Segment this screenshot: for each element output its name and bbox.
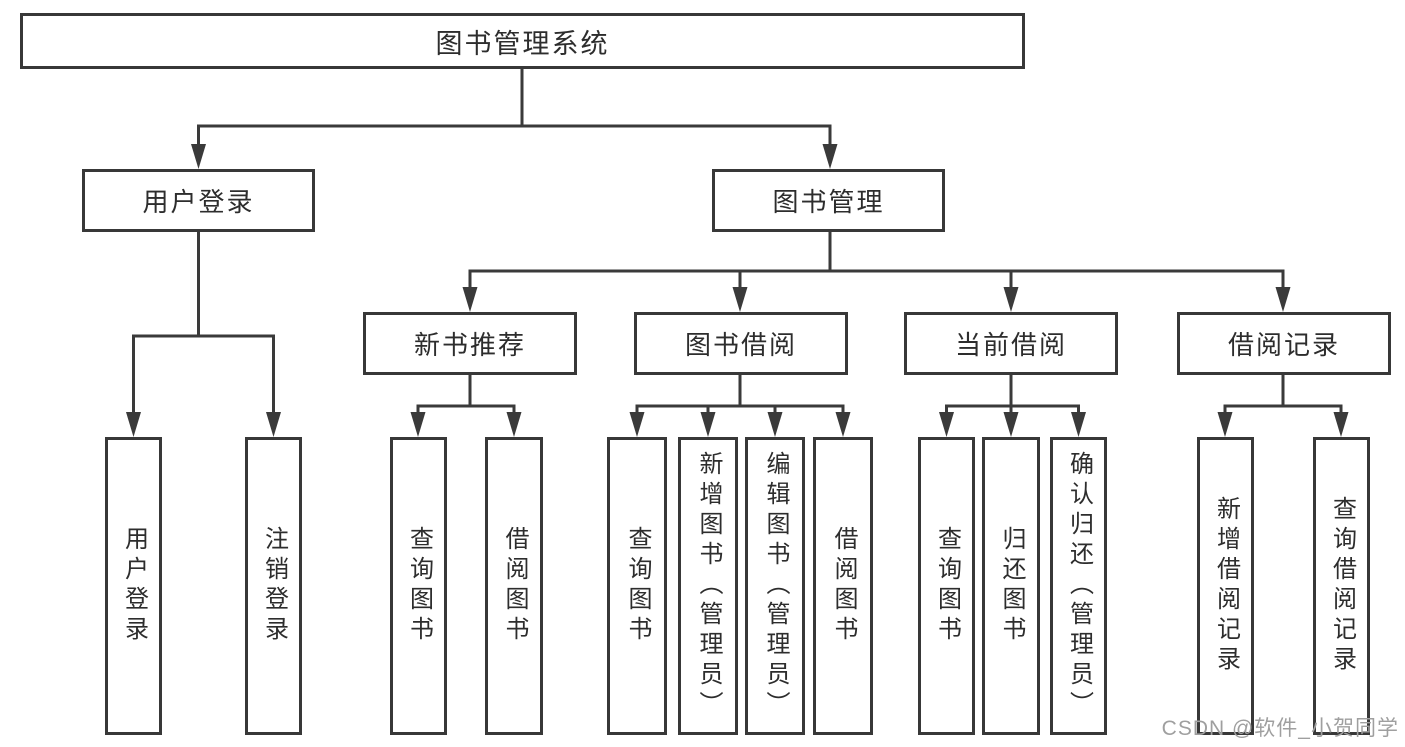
node-current-borrow-label: 当前借阅 — [954, 330, 1067, 360]
leaf-logout: 注销登录 — [245, 437, 302, 735]
leaf-newbook-query-books-label: 查询图书 — [405, 526, 433, 646]
leaf-current-confirm-return-admin-label: 确认归还（管理员） — [1065, 451, 1093, 721]
node-new-book-recommend-label: 新书推荐 — [413, 330, 526, 360]
leaf-user-login: 用户登录 — [105, 437, 162, 735]
leaf-record-add-record-label: 新增借阅记录 — [1212, 496, 1240, 676]
leaf-current-query-books-label: 查询图书 — [933, 526, 961, 646]
leaf-borrow-borrow-books-label: 借阅图书 — [830, 526, 857, 646]
node-borrow-record: 借阅记录 — [1177, 312, 1391, 375]
leaf-newbook-borrow-books-label: 借阅图书 — [501, 526, 528, 646]
leaf-newbook-query-books: 查询图书 — [390, 437, 447, 735]
connector-mgmt-to-level3 — [468, 232, 1285, 287]
leaf-borrow-query-books-label: 查询图书 — [624, 526, 651, 646]
connector-root-to-level2 — [197, 69, 832, 144]
node-book-management-label: 图书管理 — [772, 187, 885, 217]
leaf-borrow-borrow-books: 借阅图书 — [813, 437, 873, 735]
leaf-record-query-record: 查询借阅记录 — [1313, 437, 1370, 735]
leaf-borrow-edit-books-admin-label: 编辑图书（管理员） — [762, 451, 789, 721]
leaf-user-login-label: 用户登录 — [120, 526, 148, 646]
leaf-borrow-query-books: 查询图书 — [607, 437, 667, 735]
leaf-record-add-record: 新增借阅记录 — [1197, 437, 1254, 735]
node-user-login: 用户登录 — [82, 169, 315, 232]
node-user-login-label: 用户登录 — [142, 187, 255, 217]
connector-newbook-to-leaves — [416, 375, 516, 412]
node-book-management: 图书管理 — [712, 169, 945, 232]
node-book-borrow-label: 图书借阅 — [684, 330, 797, 360]
node-borrow-record-label: 借阅记录 — [1227, 330, 1340, 360]
leaf-current-return-books-label: 归还图书 — [998, 526, 1025, 646]
leaf-record-query-record-label: 查询借阅记录 — [1328, 496, 1356, 676]
leaf-current-confirm-return-admin: 确认归还（管理员） — [1050, 437, 1107, 735]
leaf-newbook-borrow-books: 借阅图书 — [485, 437, 543, 735]
connector-userlogin-to-leaves — [132, 232, 275, 412]
connector-record-to-leaves — [1223, 375, 1343, 412]
node-system-root-label: 图书管理系统 — [435, 28, 610, 59]
node-current-borrow: 当前借阅 — [904, 312, 1118, 375]
node-system-root: 图书管理系统 — [20, 13, 1025, 69]
node-new-book-recommend: 新书推荐 — [363, 312, 577, 375]
leaf-current-return-books: 归还图书 — [982, 437, 1040, 735]
connector-borrow-to-leaves — [635, 375, 845, 412]
leaf-current-query-books: 查询图书 — [918, 437, 975, 735]
watermark-text: CSDN @软件_小贺同学 — [1161, 717, 1399, 740]
node-book-borrow: 图书借阅 — [634, 312, 848, 375]
connector-current-to-leaves — [945, 375, 1080, 412]
leaf-borrow-edit-books-admin: 编辑图书（管理员） — [745, 437, 805, 735]
leaf-logout-label: 注销登录 — [260, 526, 288, 646]
leaf-borrow-add-books-admin: 新增图书（管理员） — [678, 437, 738, 735]
leaf-borrow-add-books-admin-label: 新增图书（管理员） — [695, 451, 722, 721]
arrowheads — [126, 144, 1349, 437]
